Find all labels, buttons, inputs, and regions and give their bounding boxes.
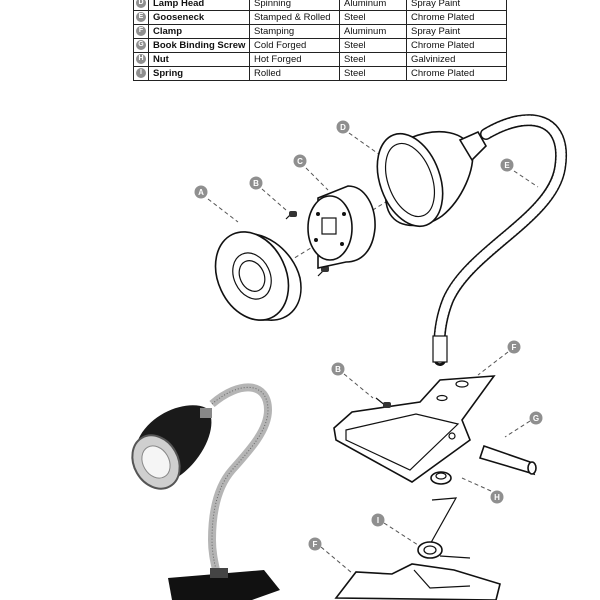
process-cell: Rolled xyxy=(249,66,340,81)
callout-f-bottom: F xyxy=(308,537,322,551)
part-letter-badge: I xyxy=(136,68,146,79)
callout-i: I xyxy=(371,513,385,527)
gooseneck-part xyxy=(432,114,568,366)
process-cell: Hot Forged xyxy=(249,52,340,67)
bulb-holder-part xyxy=(307,185,376,269)
clamp-lower-part xyxy=(334,563,501,600)
material-cell: Steel xyxy=(339,66,407,81)
part-letter-badge: E xyxy=(136,12,146,23)
callout-c: C xyxy=(293,154,307,168)
finish-cell: Galvinized xyxy=(406,52,507,67)
process-cell: Cold Forged xyxy=(249,38,340,53)
finish-cell: Chrome Plated xyxy=(406,38,507,53)
material-cell: Steel xyxy=(339,52,407,67)
part-name-cell: Spring xyxy=(148,66,250,81)
binding-screw-part xyxy=(478,444,537,476)
svg-text:E: E xyxy=(504,161,510,170)
part-letter-badge: F xyxy=(136,26,146,37)
letter-cell: F xyxy=(133,24,149,39)
finish-cell: Spray Paint xyxy=(406,0,507,11)
letter-cell: H xyxy=(133,52,149,67)
svg-text:B: B xyxy=(253,179,259,188)
assembled-lamp-photo xyxy=(131,383,280,600)
screw-part-mid xyxy=(375,397,391,408)
callout-a: A xyxy=(194,185,208,199)
spring-part xyxy=(417,497,471,559)
callout-b-top: B xyxy=(249,176,263,190)
lamp-head-part xyxy=(376,130,487,228)
process-cell: Spinning xyxy=(249,0,340,11)
material-cell: Aluminum xyxy=(339,0,407,11)
callout-g: G xyxy=(529,411,543,425)
part-letter-badge: D xyxy=(136,0,146,9)
svg-text:H: H xyxy=(494,493,500,502)
part-letter-badge: G xyxy=(136,40,146,51)
svg-text:F: F xyxy=(512,343,517,352)
svg-text:F: F xyxy=(313,540,318,549)
clamp-upper-part xyxy=(333,375,496,483)
nut-part xyxy=(430,471,452,485)
finish-cell: Chrome Plated xyxy=(406,10,507,25)
part-name-cell: Lamp Head xyxy=(148,0,250,11)
callout-f-top: F xyxy=(507,340,521,354)
svg-text:A: A xyxy=(198,188,204,197)
svg-text:D: D xyxy=(340,123,346,132)
letter-cell: E xyxy=(133,10,149,25)
letter-cell: I xyxy=(133,66,149,81)
base-cap-part xyxy=(214,231,302,321)
callout-h: H xyxy=(490,490,504,504)
letter-cell: G xyxy=(133,38,149,53)
svg-text:G: G xyxy=(533,414,539,423)
process-cell: Stamped & Rolled xyxy=(249,10,340,25)
svg-text:I: I xyxy=(377,516,379,525)
finish-cell: Chrome Plated xyxy=(406,66,507,81)
material-cell: Steel xyxy=(339,38,407,53)
material-cell: Aluminum xyxy=(339,24,407,39)
finish-cell: Spray Paint xyxy=(406,24,507,39)
part-name-cell: Gooseneck xyxy=(148,10,250,25)
part-name-cell: Nut xyxy=(148,52,250,67)
part-name-cell: Clamp xyxy=(148,24,250,39)
material-cell: Steel xyxy=(339,10,407,25)
leader-lines xyxy=(207,132,539,574)
callout-d: D xyxy=(336,120,350,134)
process-cell: Stamping xyxy=(249,24,340,39)
part-letter-badge: H xyxy=(136,54,146,65)
svg-text:B: B xyxy=(335,365,341,374)
letter-cell: D xyxy=(133,0,149,11)
callout-b-mid: B xyxy=(331,362,345,376)
part-name-cell: Book Binding Screw xyxy=(148,38,250,53)
callout-e: E xyxy=(500,158,514,172)
svg-text:C: C xyxy=(297,157,303,166)
